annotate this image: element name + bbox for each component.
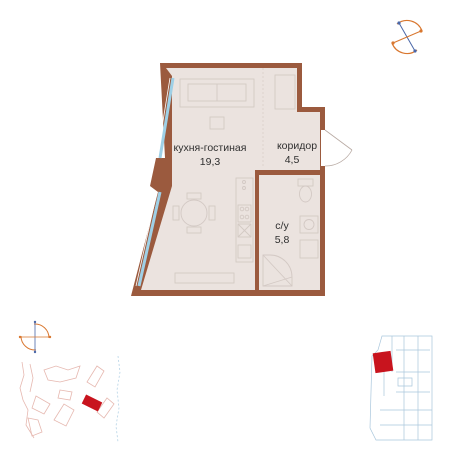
selected-building-marker — [81, 394, 103, 412]
room-name-corridor: коридор — [277, 140, 317, 152]
compass-rose-icon — [391, 19, 423, 55]
shower-tray — [262, 254, 293, 287]
room-name-bathroom: с/у — [275, 220, 289, 232]
room-area-bathroom: 5,8 — [275, 234, 290, 246]
window — [158, 77, 175, 159]
entrance-door — [321, 129, 353, 167]
site-plan-map — [19, 355, 121, 443]
kitchen-counter — [235, 177, 254, 263]
coffee-table — [209, 116, 225, 130]
washing-machine — [299, 239, 319, 259]
washbasin — [299, 215, 319, 234]
wardrobe — [274, 74, 296, 110]
partition-wall — [255, 170, 259, 292]
floor-area — [141, 68, 320, 290]
toilet — [297, 178, 314, 203]
apartment-location-marker — [372, 350, 394, 374]
sofa — [179, 78, 255, 108]
tv-stand — [174, 272, 235, 284]
compass-rose-icon — [18, 320, 52, 354]
room-area-kitchen-living: 19,3 — [200, 156, 221, 168]
partition-wall — [255, 170, 320, 175]
room-area-corridor: 4,5 — [285, 154, 300, 166]
room-name-kitchen-living: кухня-гостиная — [174, 142, 247, 154]
window — [137, 191, 162, 287]
dining-table — [172, 192, 216, 234]
apartment-floor-plan: кухня-гостиная 19,3 коридор 4,5 с/у 5,8 — [131, 63, 353, 296]
floor-key-plan — [369, 335, 433, 441]
